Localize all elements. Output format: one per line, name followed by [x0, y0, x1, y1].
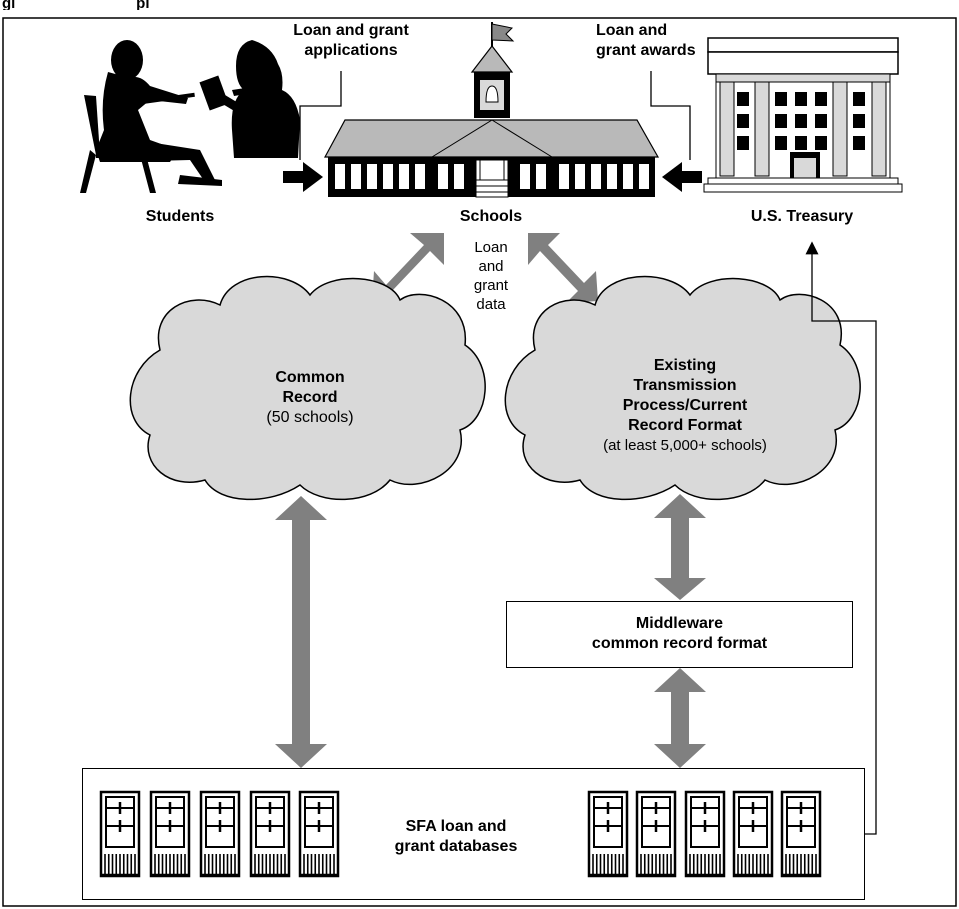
databases-subtitle: grant databases: [394, 838, 518, 855]
common-record-text: Common Record (50 schools): [266, 369, 354, 426]
label-loan-grant-applications: Loan and grant applications: [293, 22, 409, 59]
middleware-databases-arrow: [654, 668, 706, 768]
label-loan-grant-data: Loan and grant data: [473, 239, 509, 313]
treasury-building-icon: [703, 37, 903, 193]
databases-to-treasury-line: [805, 241, 877, 835]
middleware-subtitle: common record format: [591, 635, 768, 652]
databases-title: SFA loan and: [405, 818, 507, 835]
existing-process-text: Existing Transmission Process/Current Re…: [603, 357, 767, 454]
label-students: Students: [145, 208, 215, 225]
label-treasury: U.S. Treasury: [750, 208, 854, 225]
databases-box: SFA loan and grant databases: [82, 768, 865, 900]
students-to-schools-arrow: [283, 71, 342, 192]
common-record-cloud: [129, 275, 486, 501]
existing-middleware-arrow: [654, 494, 706, 600]
existing-process-cloud: [504, 275, 861, 501]
label-loan-grant-awards: Loan and grant awards: [596, 22, 696, 59]
treasury-to-schools-arrow: [650, 71, 702, 192]
school-building-icon: [323, 22, 660, 198]
students-silhouette: [80, 40, 300, 193]
common-record-databases-arrow: [275, 496, 327, 768]
schools-existing-process-arrow: [528, 233, 598, 303]
label-schools: Schools: [459, 208, 523, 225]
middleware-box: Middleware common record format: [506, 601, 853, 668]
schools-common-record-arrow: [372, 233, 444, 303]
figure-frame: [2, 17, 957, 907]
figure-title-fragment: gi pi: [2, 0, 150, 10]
middleware-title: Middleware: [635, 615, 724, 632]
